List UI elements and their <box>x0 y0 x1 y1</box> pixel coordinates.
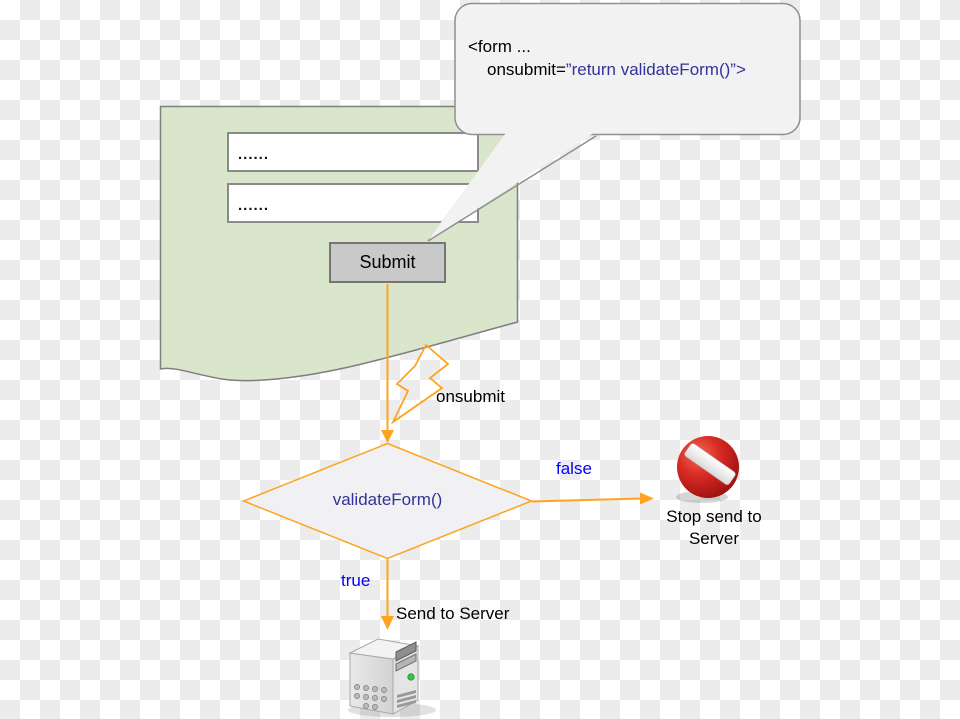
lightning-bolt-icon <box>390 343 450 425</box>
callout-attr-value: ”return validateForm()”> <box>565 60 746 79</box>
no-entry-icon <box>676 436 739 503</box>
arrow-false <box>531 497 642 503</box>
text-field-2[interactable] <box>227 183 479 223</box>
submit-button[interactable] <box>329 242 446 283</box>
false-branch-label: false <box>556 459 592 478</box>
arrowhead-down-1 <box>381 430 394 443</box>
arrowhead-down-2 <box>381 616 394 630</box>
text-field-1[interactable] <box>227 132 479 172</box>
callout-attr-name: onsubmit= <box>487 60 566 79</box>
submit-button-label: Submit <box>359 252 416 272</box>
callout-code-line2: onsubmit=”return validateForm()”> <box>487 59 746 81</box>
onsubmit-event-label: onsubmit <box>436 387 505 406</box>
callout-code-line1: <form ... <box>468 37 531 56</box>
send-to-server-label: Send to Server <box>396 604 510 623</box>
server-tower-icon <box>348 638 436 717</box>
text-field-1-value: ...... <box>238 146 270 163</box>
decision-label: validateForm() <box>332 490 443 509</box>
text-field-2-value: ...... <box>238 197 270 214</box>
true-branch-label: true <box>341 571 371 590</box>
arrowhead-right <box>640 492 654 505</box>
code-callout-bubble <box>427 2 801 242</box>
